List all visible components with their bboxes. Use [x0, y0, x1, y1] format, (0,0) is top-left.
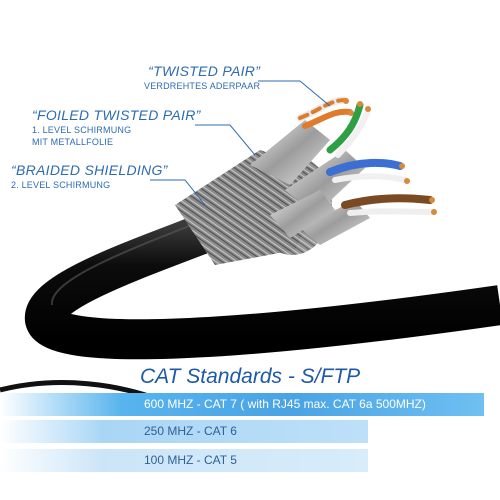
leader-braided [150, 179, 206, 206]
cable-jacket [25, 206, 500, 360]
leader-twisted-pair [258, 80, 331, 107]
cat6-row: 250 MHZ - CAT 6 [0, 420, 368, 443]
callout-foiled-twisted-pair: “FOILED TWISTED PAIR” 1. LEVEL SCHIRMUNG… [32, 107, 201, 147]
callout-subtitle: VERDREHTES ADERPAAR [144, 81, 261, 91]
leader-foiled-pair [195, 124, 256, 156]
twisted-pair-orange [296, 96, 354, 129]
callout-title: “FOILED TWISTED PAIR” [32, 107, 201, 123]
foil-shield-1 [250, 120, 330, 185]
twisted-pair-blue [326, 158, 410, 184]
foil-shield-4 [270, 190, 335, 238]
cat-standards-title: CAT Standards - S/FTP [140, 365, 361, 388]
cat5-row: 100 MHZ - CAT 5 [0, 449, 368, 472]
callout-braided-shielding: “BRAIDED SHIELDING” 2. LEVEL SCHIRMUNG [11, 162, 168, 190]
callout-subtitle: 2. LEVEL SCHIRMUNG [11, 180, 111, 190]
callout-subtitle-2: MIT METALLFOLIE [32, 137, 114, 147]
twisted-pair-green [326, 101, 371, 158]
twisted-pair-brown [341, 194, 437, 216]
callout-title: “BRAIDED SHIELDING” [11, 162, 168, 178]
cat7-row: 600 MHZ - CAT 7 ( with RJ45 max. CAT 6a … [0, 393, 484, 416]
callout-subtitle: 1. LEVEL SCHIRMUNG [32, 125, 132, 135]
callout-title: “TWISTED PAIR” [148, 63, 261, 79]
callout-twisted-pair: “TWISTED PAIR” VERDREHTES ADERPAAR [144, 63, 260, 91]
